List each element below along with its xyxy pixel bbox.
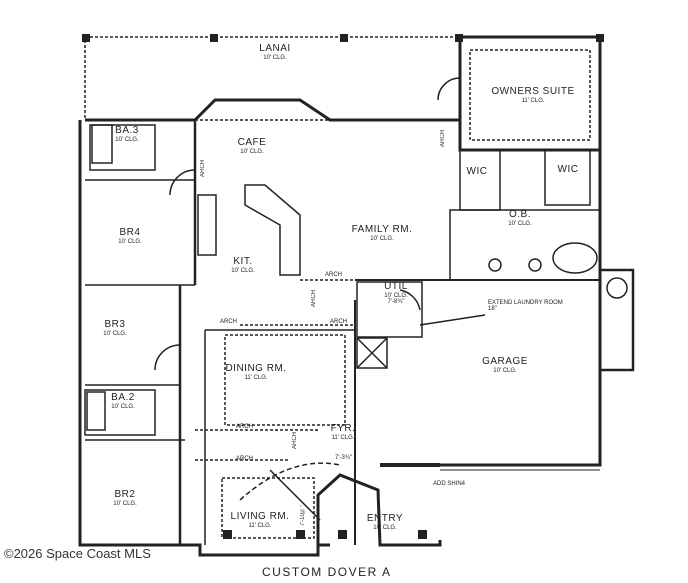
room-dining: DINING RM.11' CLG.	[225, 363, 287, 381]
room-ceiling: 10' CLG.	[263, 54, 287, 61]
room-name: FAMILY RM.	[351, 224, 413, 235]
room-ceiling: 10' CLG.	[115, 136, 139, 143]
room-ob: O.B.10' CLG.	[508, 209, 532, 227]
note-extend-laundry: EXTEND LAUNDRY ROOM 18"	[488, 300, 563, 312]
room-name: BA.2	[111, 392, 135, 403]
room-name: OWNERS SUITE	[491, 86, 575, 97]
room-living: LIVING RM.11' CLG.	[230, 511, 290, 529]
room-ceiling: 10' CLG.	[240, 148, 264, 155]
plan-title: CUSTOM DOVER A	[262, 565, 392, 579]
arch-label: ARCH	[220, 319, 238, 325]
room-name: WIC	[557, 164, 579, 175]
room-name: LANAI	[259, 43, 291, 54]
room-ceiling: 10' CLG.	[373, 524, 397, 531]
room-ceiling: 10' CLG.	[384, 292, 408, 299]
room-name: BR4	[119, 227, 141, 238]
note-add-shing: ADD SHIN4	[433, 481, 466, 487]
room-family: FAMILY RM.10' CLG.	[351, 224, 413, 242]
room-name: UTIL	[384, 281, 408, 292]
room-name: GARAGE	[482, 356, 528, 367]
room-ceiling: 11' CLG.	[331, 434, 355, 441]
room-name: BR2	[114, 489, 136, 500]
watermark: ©2026 Space Coast MLS	[4, 546, 151, 561]
arch-label: ARCH	[325, 272, 343, 278]
room-fyr: FYR.11' CLG.	[330, 423, 356, 441]
room-ceiling: 10' CLG.	[370, 235, 394, 242]
room-dimension: 7'-8¾"	[387, 298, 405, 305]
room-name: WIC	[466, 166, 488, 177]
room-wic-left: WIC	[466, 166, 488, 178]
room-ceiling: 10' CLG.	[111, 403, 135, 410]
room-ceiling: 11' CLG.	[521, 97, 545, 104]
room-name: BR3	[104, 319, 126, 330]
dimension-label: 7'-3¾"	[335, 455, 352, 461]
room-ceiling: 10' CLG.	[118, 238, 142, 245]
room-name: BA.3	[115, 125, 139, 136]
arch-label: ARCH	[200, 160, 206, 178]
room-name: LIVING RM.	[230, 511, 290, 522]
room-ceiling: 10' CLG.	[493, 367, 517, 374]
room-name: KIT.	[233, 256, 253, 267]
room-wic-right: WIC	[557, 164, 579, 176]
dimension-label: 7'-10¾"	[300, 505, 306, 527]
arch-label: ARCH	[440, 130, 446, 148]
arch-label: ARCH	[236, 424, 254, 430]
room-ceiling: 11' CLG.	[248, 522, 272, 529]
room-ceiling: 10' CLG.	[231, 267, 255, 274]
room-ceiling: 10' CLG.	[508, 220, 532, 227]
room-ceiling: 11' CLG.	[244, 374, 268, 381]
room-ceiling: 10' CLG.	[103, 330, 127, 337]
room-kit: KIT.10' CLG.	[231, 256, 255, 274]
room-name: CAFE	[237, 137, 267, 148]
room-name: O.B.	[508, 209, 531, 220]
room-ceiling: 10' CLG.	[113, 500, 137, 507]
arch-label: ARCH	[311, 290, 317, 308]
room-name: DINING RM.	[225, 363, 287, 374]
room-name: ENTRY	[366, 513, 404, 524]
arch-label: ARCH	[236, 456, 254, 462]
room-name: FYR.	[330, 423, 356, 434]
arch-label: ARCH	[330, 319, 348, 325]
arch-label: ARCH	[292, 432, 298, 450]
